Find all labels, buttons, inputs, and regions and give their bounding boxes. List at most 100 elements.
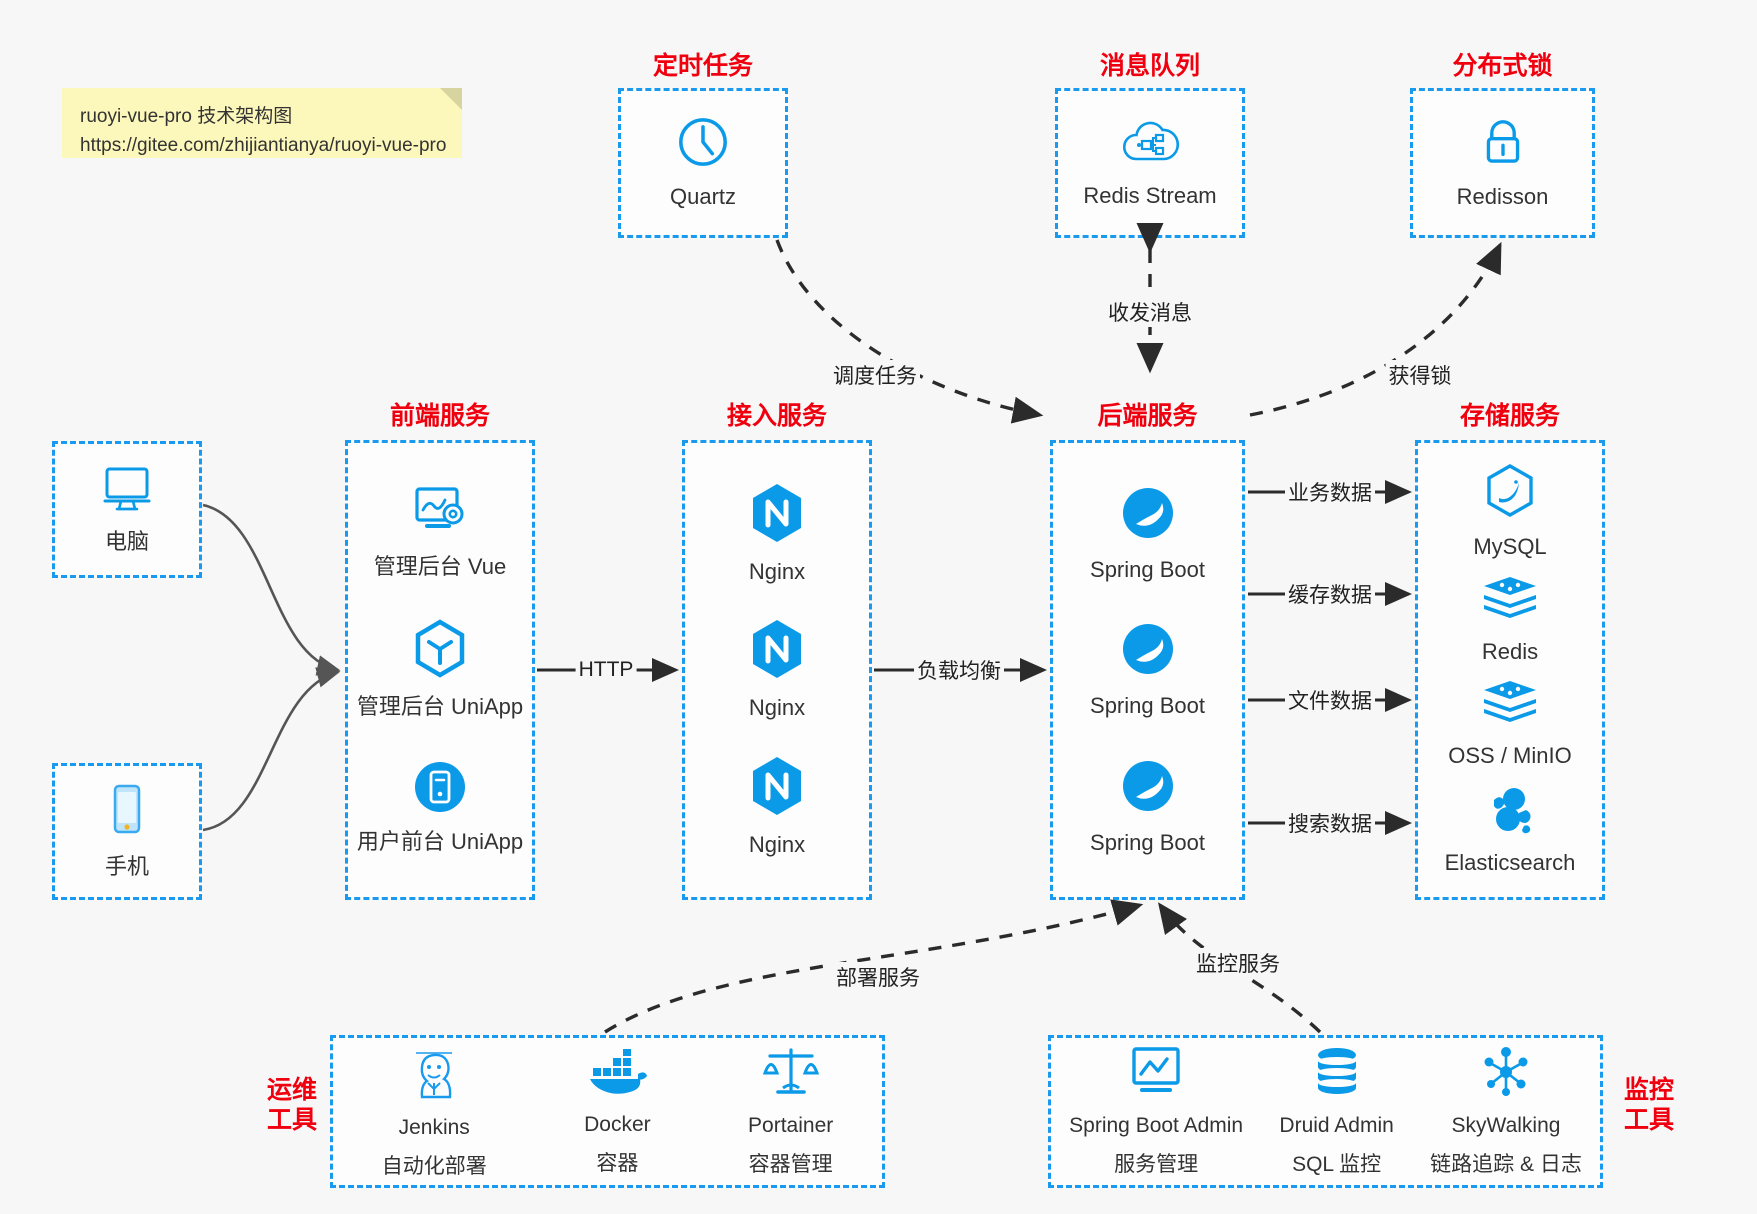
group-title-message-queue: 消息队列 xyxy=(1099,52,1200,80)
node-label: Elasticsearch xyxy=(1444,849,1576,875)
node-nginx-3[interactable]: Nginx xyxy=(748,754,806,860)
node-phone[interactable]: 手机 xyxy=(104,782,150,882)
edge-label-deploy-service: 部署服务 xyxy=(833,962,923,992)
edge-label-schedule-task: 调度任务 xyxy=(830,360,920,390)
node-label: Portainer xyxy=(748,1114,834,1138)
clock-icon xyxy=(675,114,731,175)
group-title-devops: 运维 工具 xyxy=(258,1075,326,1135)
node-oss-minio[interactable]: OSS / MinIO xyxy=(1448,677,1572,771)
edge-label-file-data: 文件数据 xyxy=(1285,685,1375,715)
diagram-note: ruoyi-vue-pro 技术架构图 https://gitee.com/zh… xyxy=(62,88,462,158)
group-title-distributed-lock: 分布式锁 xyxy=(1452,52,1553,80)
redis-icon xyxy=(1480,573,1540,630)
node-admin-uniapp[interactable]: 管理后台 UniApp xyxy=(357,618,523,722)
group-title-monitoring-line1: 监控 xyxy=(1623,1076,1674,1104)
node-quartz[interactable]: Quartz xyxy=(670,114,736,212)
group-distributed-lock[interactable]: Redisson xyxy=(1410,88,1595,238)
group-gateway[interactable]: Nginx Nginx Nginx xyxy=(682,440,872,900)
group-devops[interactable]: Jenkins 自动化部署 Docker 容器 xyxy=(330,1035,885,1188)
group-message-queue[interactable]: Redis Stream xyxy=(1055,88,1245,238)
node-druid-admin[interactable]: Druid Admin SQL 监控 xyxy=(1279,1045,1394,1177)
node-label: SkyWalking xyxy=(1451,1114,1561,1138)
redis-icon xyxy=(1480,677,1540,734)
node-label: Spring Boot xyxy=(1090,829,1205,855)
cloud-stream-icon xyxy=(1120,115,1180,174)
node-label: 手机 xyxy=(104,853,149,879)
group-backend[interactable]: Spring Boot Spring Boot Spring Boot xyxy=(1050,440,1245,900)
group-title-devops-line2: 工具 xyxy=(266,1106,317,1134)
node-label: OSS / MinIO xyxy=(1448,743,1572,769)
edge-label-http: HTTP xyxy=(575,658,637,682)
node-sublabel: 容器管理 xyxy=(748,1152,833,1176)
edge-label-cache-data: 缓存数据 xyxy=(1285,579,1375,609)
node-jenkins[interactable]: Jenkins 自动化部署 xyxy=(382,1043,487,1179)
node-portainer[interactable]: Portainer 容器管理 xyxy=(748,1045,833,1177)
node-redis[interactable]: Redis xyxy=(1480,573,1540,667)
client-phone-box[interactable]: 手机 xyxy=(52,763,202,900)
node-redis-stream[interactable]: Redis Stream xyxy=(1083,115,1217,211)
group-title-monitoring: 监控 工具 xyxy=(1615,1075,1683,1135)
node-nginx-1[interactable]: Nginx xyxy=(748,481,806,587)
node-elasticsearch[interactable]: Elasticsearch xyxy=(1444,782,1576,878)
group-monitoring[interactable]: Spring Boot Admin 服务管理 Druid Admin xyxy=(1048,1035,1603,1188)
note-fold-corner xyxy=(440,88,462,110)
jenkins-icon xyxy=(406,1043,462,1106)
edge-label-load-balance: 负载均衡 xyxy=(914,655,1004,685)
docker-icon xyxy=(586,1046,648,1103)
edge-computer-to-frontend xyxy=(202,503,341,676)
node-nginx-2[interactable]: Nginx xyxy=(748,617,806,723)
lock-icon xyxy=(1476,114,1530,175)
node-spring-boot-admin[interactable]: Spring Boot Admin 服务管理 xyxy=(1069,1045,1243,1177)
group-title-devops-line1: 运维 xyxy=(266,1076,317,1104)
node-label: Spring Boot xyxy=(1090,693,1205,719)
node-redisson[interactable]: Redisson xyxy=(1456,114,1549,212)
node-label: Spring Boot Admin xyxy=(1069,1114,1244,1138)
admin-dashboard-icon xyxy=(409,484,471,545)
node-sublabel: 服务管理 xyxy=(1114,1152,1199,1176)
skywalking-icon xyxy=(1478,1045,1534,1104)
node-label: Druid Admin xyxy=(1279,1114,1394,1138)
node-sublabel: SQL 监控 xyxy=(1292,1152,1382,1176)
node-skywalking[interactable]: SkyWalking 链路追踪 & 日志 xyxy=(1430,1045,1582,1177)
node-spring-boot-3[interactable]: Spring Boot xyxy=(1090,756,1205,858)
client-computer-box[interactable]: 电脑 xyxy=(52,441,202,578)
group-frontend[interactable]: 管理后台 Vue 管理后台 UniApp 用户前台 UniApp xyxy=(345,440,535,900)
spring-boot-icon xyxy=(1118,756,1178,821)
group-title-storage: 存储服务 xyxy=(1459,402,1560,430)
node-label: Redis Stream xyxy=(1083,183,1217,209)
node-spring-boot-2[interactable]: Spring Boot xyxy=(1090,619,1205,721)
node-label: MySQL xyxy=(1473,534,1547,560)
node-label: Quartz xyxy=(669,184,737,210)
group-scheduled-task[interactable]: Quartz xyxy=(618,88,788,238)
node-mysql[interactable]: MySQL xyxy=(1473,462,1547,562)
node-label: Nginx xyxy=(748,558,806,584)
node-user-uniapp[interactable]: 用户前台 UniApp xyxy=(357,759,523,857)
node-sublabel: 自动化部署 xyxy=(381,1154,487,1178)
desktop-computer-icon xyxy=(99,463,155,520)
edge-label-send-receive-message: 收发消息 xyxy=(1105,297,1195,327)
edge-label-business-data: 业务数据 xyxy=(1285,477,1375,507)
spring-boot-icon xyxy=(1118,483,1178,548)
node-computer[interactable]: 电脑 xyxy=(99,463,155,557)
edge-phone-to-frontend xyxy=(202,667,341,832)
scales-icon xyxy=(762,1045,820,1104)
uniapp-hexagon-icon xyxy=(411,618,469,685)
node-label: Redisson xyxy=(1456,184,1549,210)
node-docker[interactable]: Docker 容器 xyxy=(584,1046,651,1176)
group-title-frontend: 前端服务 xyxy=(389,402,490,430)
group-title-scheduled-task: 定时任务 xyxy=(652,52,753,80)
node-label: Jenkins xyxy=(398,1116,470,1140)
note-url: https://gitee.com/zhijiantianya/ruoyi-vu… xyxy=(80,135,447,157)
note-title: ruoyi-vue-pro 技术架构图 xyxy=(80,106,293,127)
node-sublabel: 容器 xyxy=(596,1151,639,1175)
edge-label-acquire-lock: 获得锁 xyxy=(1385,360,1455,390)
node-label: 用户前台 UniApp xyxy=(356,828,524,854)
group-storage[interactable]: MySQL Redis xyxy=(1415,440,1605,900)
mobile-phone-icon xyxy=(104,782,150,845)
nginx-icon xyxy=(748,754,806,823)
edge-acquire-lock-line xyxy=(1249,241,1502,417)
node-spring-boot-1[interactable]: Spring Boot xyxy=(1090,483,1205,585)
database-icon xyxy=(1310,1045,1364,1104)
node-admin-vue[interactable]: 管理后台 Vue xyxy=(374,484,506,582)
